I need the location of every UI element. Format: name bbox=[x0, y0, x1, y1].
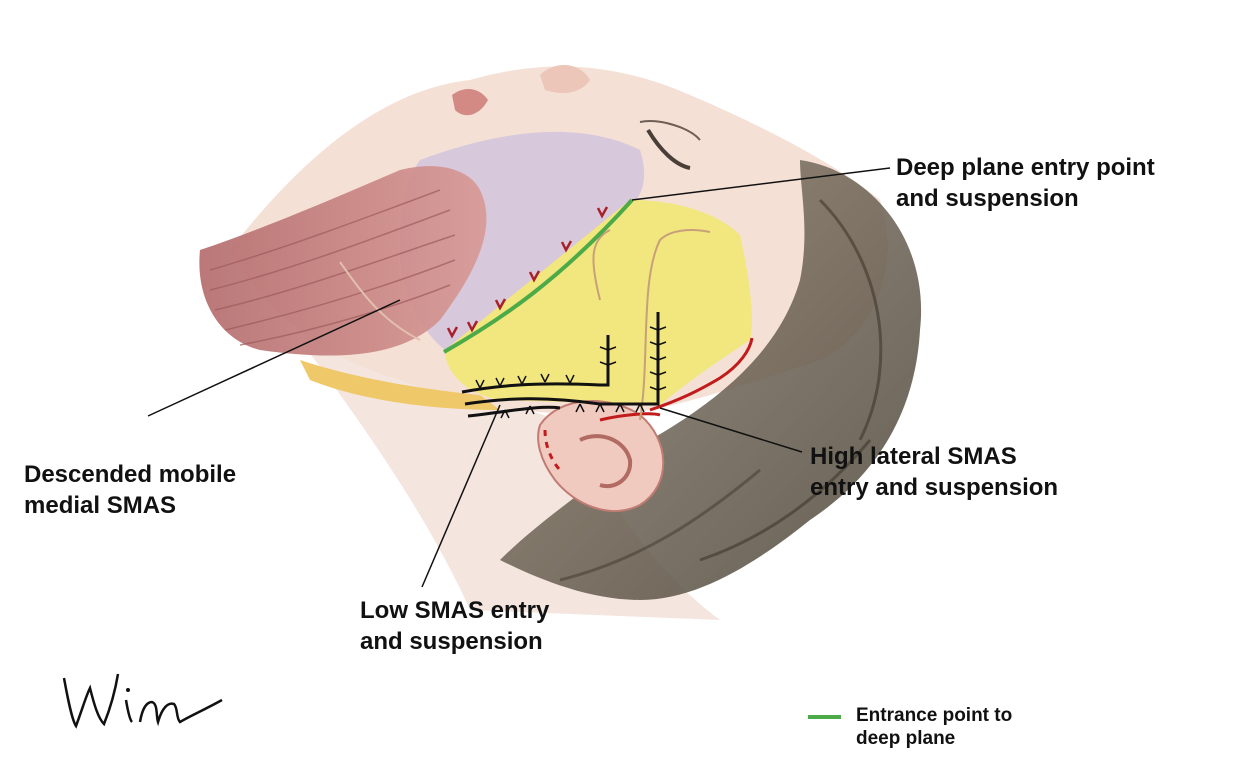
platysma-muscle bbox=[199, 166, 487, 356]
legend-label: Entrance point to deep plane bbox=[856, 705, 1013, 749]
label-deep-plane: Deep plane entry point and suspension bbox=[896, 154, 1155, 212]
smas-lateral-region bbox=[445, 200, 752, 405]
leader-high-lateral bbox=[659, 407, 803, 453]
label-medial-smas: Descended mobile medial SMAS bbox=[24, 461, 237, 519]
legend-swatch-green-line bbox=[808, 715, 841, 719]
nose bbox=[540, 64, 590, 93]
closed-eye bbox=[646, 128, 691, 170]
suture-barbs bbox=[475, 326, 667, 419]
leader-deep-plane bbox=[631, 167, 891, 201]
artist-signature bbox=[62, 673, 223, 729]
label-low-smas: Low SMAS entry and suspension bbox=[360, 597, 550, 655]
ear-icon bbox=[537, 400, 665, 512]
deep-plane-line bbox=[443, 198, 634, 354]
leader-medial-smas bbox=[147, 299, 401, 417]
leader-low-smas bbox=[421, 404, 501, 588]
incision-line bbox=[649, 337, 754, 412]
label-high-lateral-smas: High lateral SMAS entry and suspension bbox=[810, 443, 1059, 501]
lips bbox=[452, 88, 488, 116]
suspension-arrows bbox=[446, 206, 609, 339]
